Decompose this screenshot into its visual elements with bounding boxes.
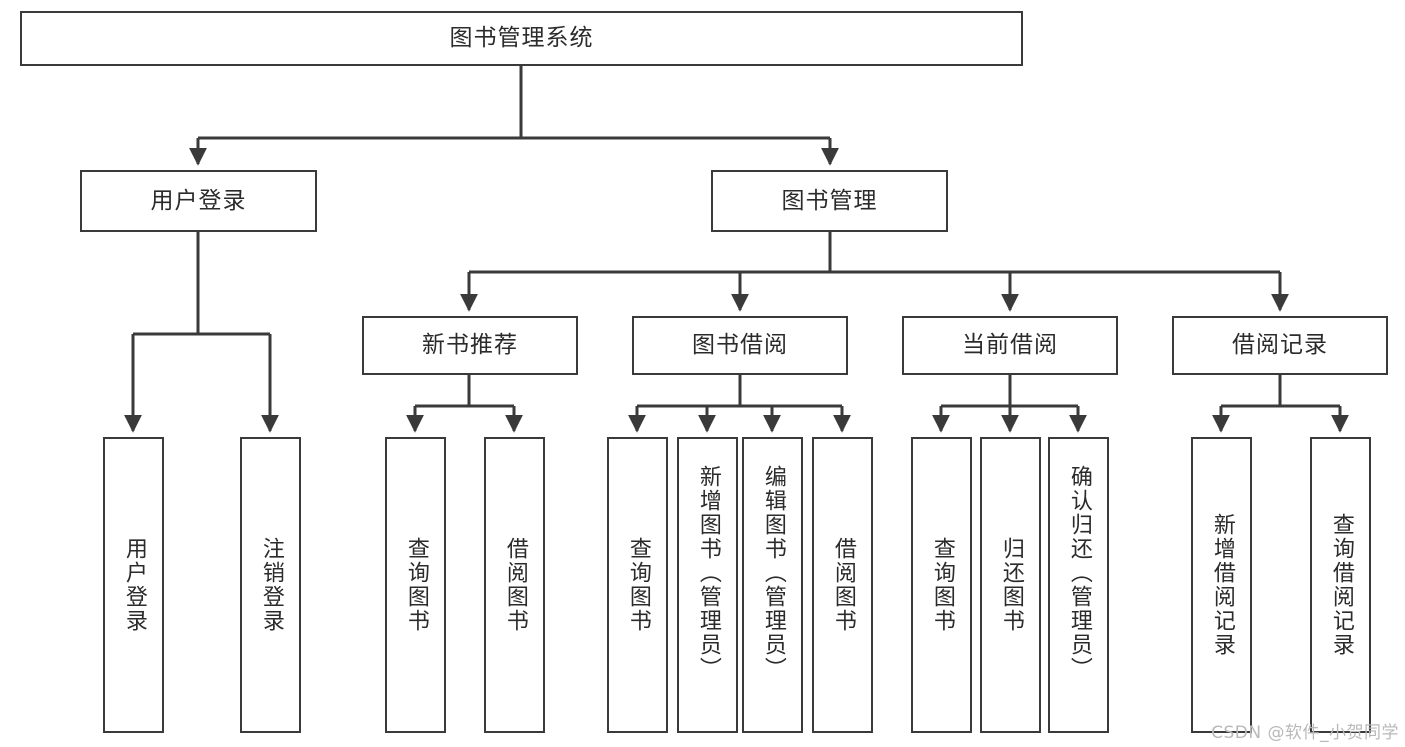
leaf-logout-login-label: 注销登录: [258, 537, 284, 633]
node-new-book-recommend[interactable]: 新书推荐: [362, 316, 578, 375]
node-borrow-record-label: 借阅记录: [1232, 332, 1328, 358]
leaf-confirm-return[interactable]: 确认归还（管理员）: [1048, 437, 1109, 733]
leaf-edit-book-label: 编辑图书（管理员）: [760, 465, 786, 681]
node-borrow-record[interactable]: 借阅记录: [1172, 316, 1388, 375]
node-current-borrow[interactable]: 当前借阅: [902, 316, 1118, 375]
leaf-user-login-label: 用户登录: [121, 537, 147, 633]
node-user-login-label: 用户登录: [150, 187, 247, 214]
node-book-borrow[interactable]: 图书借阅: [632, 316, 848, 375]
leaf-return-book-label: 归还图书: [998, 537, 1024, 633]
leaf-borrow-book-2[interactable]: 借阅图书: [812, 437, 873, 733]
node-current-borrow-label: 当前借阅: [962, 332, 1058, 358]
leaf-user-login[interactable]: 用户登录: [103, 437, 164, 733]
leaf-borrow-book-1[interactable]: 借阅图书: [484, 437, 545, 733]
leaf-add-borrow-record-label: 新增借阅记录: [1209, 513, 1235, 657]
leaf-borrow-book-2-label: 借阅图书: [830, 537, 856, 633]
leaf-confirm-return-label: 确认归还（管理员）: [1066, 465, 1092, 681]
leaf-query-borrow-record[interactable]: 查询借阅记录: [1310, 437, 1371, 733]
leaf-query-book-1-label: 查询图书: [403, 537, 429, 633]
leaf-query-book-2-label: 查询图书: [625, 537, 651, 633]
leaf-logout-login[interactable]: 注销登录: [240, 437, 301, 733]
leaf-query-book-2[interactable]: 查询图书: [607, 437, 668, 733]
leaf-return-book[interactable]: 归还图书: [980, 437, 1041, 733]
leaf-add-borrow-record[interactable]: 新增借阅记录: [1191, 437, 1252, 733]
leaf-edit-book[interactable]: 编辑图书（管理员）: [742, 437, 803, 733]
leaf-borrow-book-1-label: 借阅图书: [502, 537, 528, 633]
node-user-login[interactable]: 用户登录: [80, 170, 317, 232]
node-root[interactable]: 图书管理系统: [20, 11, 1023, 66]
leaf-query-borrow-record-label: 查询借阅记录: [1328, 513, 1354, 657]
node-book-manage-label: 图书管理: [781, 187, 878, 214]
leaf-add-book[interactable]: 新增图书（管理员）: [677, 437, 738, 733]
leaf-query-book-3[interactable]: 查询图书: [911, 437, 972, 733]
leaf-query-book-3-label: 查询图书: [929, 537, 955, 633]
csdn-watermark: CSDN @软件_小贺同学: [1211, 723, 1399, 743]
leaf-query-book-1[interactable]: 查询图书: [385, 437, 446, 733]
node-root-label: 图书管理系统: [449, 25, 594, 51]
node-book-borrow-label: 图书借阅: [692, 332, 788, 358]
node-new-book-recommend-label: 新书推荐: [422, 332, 518, 358]
node-book-manage[interactable]: 图书管理: [711, 170, 948, 232]
leaf-add-book-label: 新增图书（管理员）: [695, 465, 721, 681]
